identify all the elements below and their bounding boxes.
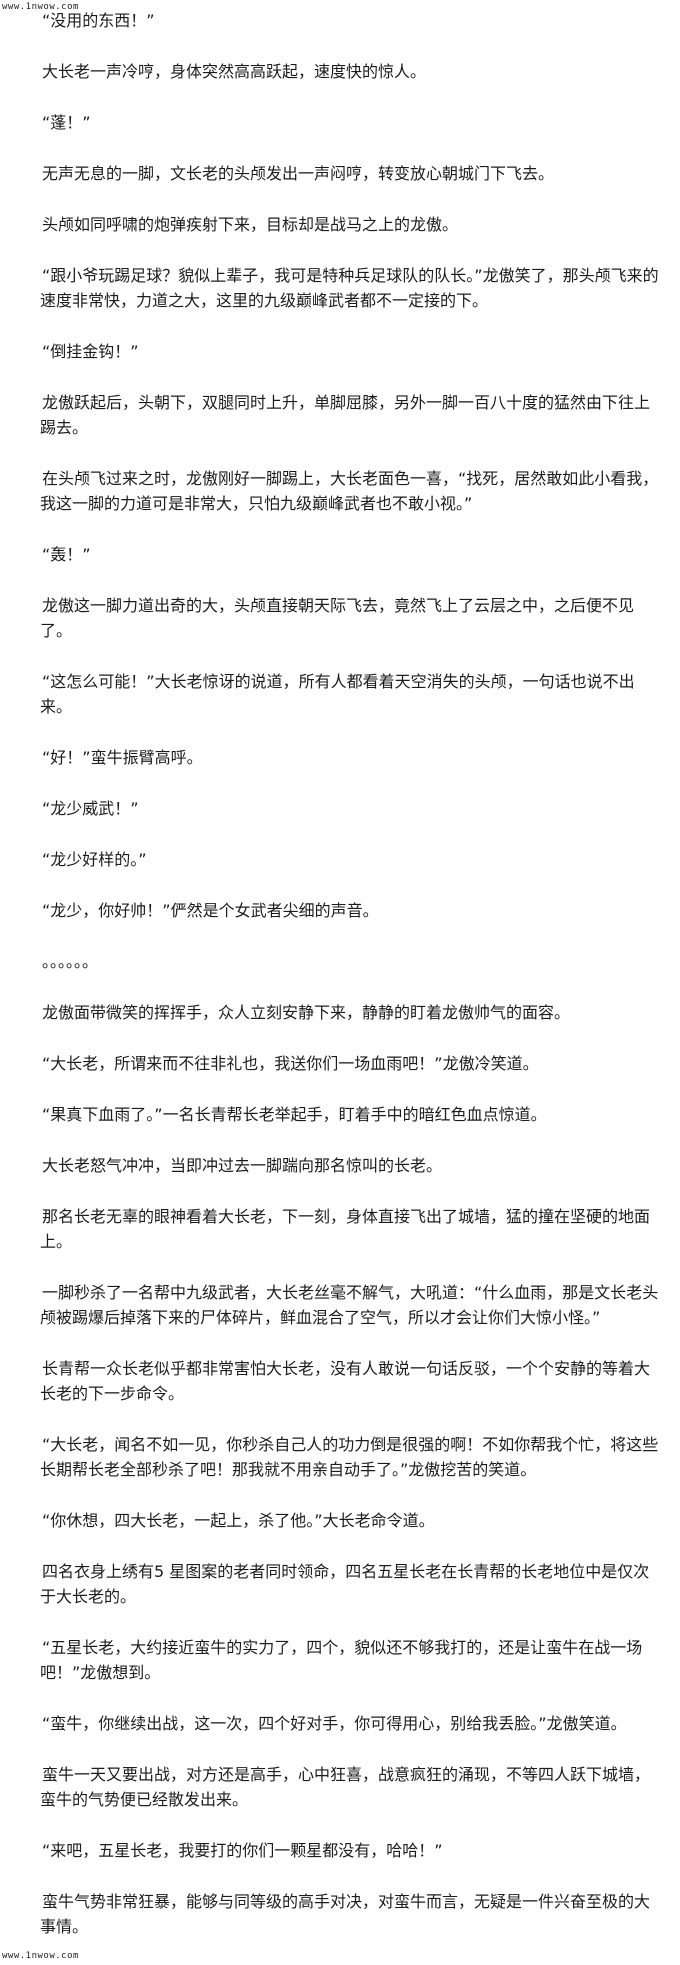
paragraph: “果真下血雨了。”一名长青帮长老举起手，盯着手中的暗红色血点惊道。 <box>42 1105 547 1124</box>
paragraph: “轰！” <box>42 545 91 564</box>
paragraph: 大长老怒气冲冲，当即冲过去一脚踹向那名惊叫的长老。 <box>42 1156 443 1175</box>
paragraph: “这怎么可能！”大长老惊讶的说道，所有人都看着天空消失的头颅，一句话也说不出来。 <box>40 672 635 716</box>
paragraph: “来吧，五星长老，我要打的你们一颗星都没有，哈哈！” <box>42 1841 443 1860</box>
paragraph: “没用的东西！” <box>42 11 155 30</box>
paragraph: “大长老，所谓来而不往非礼也，我送你们一场血雨吧！”龙傲冷笑道。 <box>42 1054 539 1073</box>
paragraph: 一脚秒杀了一名帮中九级武者，大长老丝毫不解气，大吼道：“什么血雨，那是文长老头颅… <box>40 1283 659 1327</box>
paragraph: 无声无息的一脚，文长老的头颅发出一声闷哼，转变放心朝城门下飞去。 <box>42 164 555 183</box>
paragraph: 蛮牛一天又要出战，对方还是高手，心中狂喜，战意疯狂的涌现，不等四人跃下城墙，蛮牛… <box>40 1765 651 1809</box>
paragraph: “你休想，四大长老，一起上，杀了他。”大长老命令道。 <box>42 1511 435 1530</box>
paragraph: “蛮牛，你继续出战，这一次，四个好对手，你可得用心，别给我丢脸。”龙傲笑道。 <box>42 1714 627 1733</box>
paragraph: 龙傲跃起后，头朝下，双腿同时上升，单脚屈膝，另外一脚一百八十度的猛然由下往上踢去… <box>40 393 651 437</box>
paragraph: “龙少好样的。” <box>42 850 147 869</box>
paragraph: 大长老一声冷哼，身体突然高高跃起，速度快的惊人。 <box>42 62 427 81</box>
watermark-top: www.1nwow.com <box>2 2 79 12</box>
paragraph: “龙少威武！” <box>42 799 139 818</box>
paragraph: “好！”蛮牛振臂高呼。 <box>42 748 203 767</box>
paragraph: 蛮牛气势非常狂暴，能够与同等级的高手对决，对蛮牛而言，无疑是一件兴奋至极的大事情… <box>40 1892 651 1936</box>
paragraph: “跟小爷玩踢足球？貌似上辈子，我可是特种兵足球队的队长。”龙傲笑了，那头颅飞来的… <box>40 266 659 310</box>
paragraph: 头颅如同呼啸的炮弹疾射下来，目标却是战马之上的龙傲。 <box>42 215 459 234</box>
watermark-bottom: www.1nwow.com <box>2 1951 79 1961</box>
paragraph: 龙傲这一脚力道出奇的大，头颅直接朝天际飞去，竟然飞上了云层之中，之后便不见了。 <box>40 596 635 640</box>
paragraph: 。。。。。。 <box>42 952 99 971</box>
paragraph: “龙少，你好帅！”俨然是个女武者尖细的声音。 <box>42 901 379 920</box>
paragraph: “五星长老，大约接近蛮牛的实力了，四个，貌似还不够我打的，还是让蛮牛在战一场吧！… <box>40 1638 643 1682</box>
paragraph: “大长老，闻名不如一见，你秒杀自己人的功力倒是很强的啊！不如你帮我个忙，将这些长… <box>40 1435 659 1479</box>
paragraph: 在头颅飞过来之时，龙傲刚好一脚踢上，大长老面色一喜，“找死，居然敢如此小看我，我… <box>40 469 659 513</box>
paragraph: “蓬！” <box>42 113 91 132</box>
paragraph: 那名长老无辜的眼神看着大长老，下一刻，身体直接飞出了城墙，猛的撞在坚硬的地面上。 <box>40 1207 651 1251</box>
paragraph: 长青帮一众长老似乎都非常害怕大长老，没有人敢说一句话反驳，一个个安静的等着大长老… <box>40 1359 651 1403</box>
paragraph: “倒挂金钩！” <box>42 342 139 361</box>
paragraph: 龙傲面带微笑的挥挥手，众人立刻安静下来，静静的盯着龙傲帅气的面容。 <box>42 1003 571 1022</box>
paragraph: 四名衣身上绣有5 星图案的老者同时领命，四名五星长老在长青帮的长老地位中是仅次于… <box>40 1562 650 1606</box>
article-body: “没用的东西！” 大长老一声冷哼，身体突然高高跃起，速度快的惊人。 “蓬！” 无… <box>40 8 665 1965</box>
